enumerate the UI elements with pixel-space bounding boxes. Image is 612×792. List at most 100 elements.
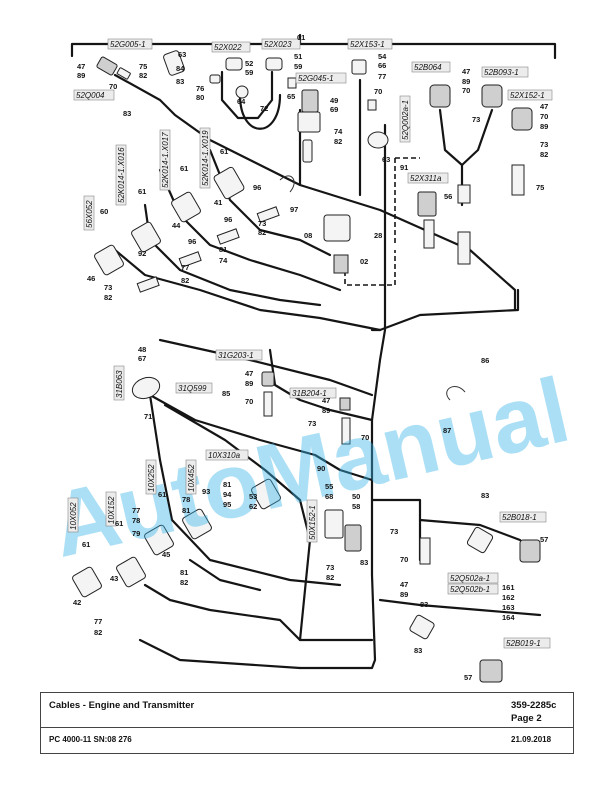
part-number: 73 <box>258 219 266 228</box>
part-number: 67 <box>138 354 146 363</box>
part-number: 74 <box>219 256 228 265</box>
part-number: 83 <box>420 600 428 609</box>
part-number: 93 <box>202 487 210 496</box>
part-number: 54 <box>378 52 387 61</box>
part-number: 47 <box>245 369 253 378</box>
part-number: 69 <box>330 105 338 114</box>
part-number: 52 <box>245 59 253 68</box>
component-shapes <box>72 50 541 683</box>
part-number: 77 <box>94 617 102 626</box>
title-block: Cables - Engine and Transmitter 359-2285… <box>40 692 574 754</box>
part-number: 70 <box>400 555 408 564</box>
part-number: 72 <box>260 104 268 113</box>
svg-text:50X152-1: 50X152-1 <box>308 505 317 540</box>
part-number: 47 <box>540 102 548 111</box>
part-number: 86 <box>481 356 489 365</box>
svg-text:31B204-1: 31B204-1 <box>292 389 327 398</box>
part-number: 82 <box>139 71 147 80</box>
part-number: 161 <box>502 583 515 592</box>
svg-text:52B093-1: 52B093-1 <box>484 68 519 77</box>
part-number: 70 <box>245 397 253 406</box>
part-number: 65 <box>287 92 295 101</box>
part-number: 82 <box>258 228 266 237</box>
connector-tag: 10X152 <box>105 491 117 527</box>
part-number: 82 <box>180 578 188 587</box>
issue-date: 21.09.2018 <box>511 735 552 744</box>
part-number-callouts: 01 63 84 83 47 89 75 82 70 83 76 80 64 5… <box>73 33 548 682</box>
connector-tag: 52K014-1.X016 <box>115 144 127 206</box>
part-number: 43 <box>110 574 118 583</box>
part-number: 70 <box>540 112 548 121</box>
part-number: 46 <box>87 274 95 283</box>
part-number: 90 <box>317 464 325 473</box>
connector-tag: 52Q004 <box>73 89 115 101</box>
part-number: 81 <box>182 506 190 515</box>
connector-tag: 10X252 <box>145 459 157 495</box>
part-number: 71 <box>144 412 152 421</box>
part-number: 41 <box>214 198 222 207</box>
svg-text:52G045-1: 52G045-1 <box>298 74 334 83</box>
part-number: 73 <box>308 419 316 428</box>
connector-tag: 52Q502a-1 <box>447 572 499 584</box>
part-number: 162 <box>502 593 515 602</box>
part-number: 47 <box>462 67 470 76</box>
part-number: 60 <box>100 207 108 216</box>
part-number: 89 <box>462 77 470 86</box>
part-number: 78 <box>182 495 190 504</box>
connector-tag: 52X022 <box>211 41 251 53</box>
part-number: 85 <box>222 389 230 398</box>
connector-tag: 10X052 <box>67 497 79 533</box>
part-number: 77 <box>132 506 140 515</box>
connector-tag: 31Q599 <box>175 382 213 394</box>
svg-text:10X452: 10X452 <box>187 464 196 492</box>
part-number: 57 <box>464 673 472 682</box>
harness-lines <box>70 33 557 670</box>
svg-text:52B064: 52B064 <box>414 63 442 72</box>
page-number: Page 2 <box>511 713 542 724</box>
part-number: 79 <box>132 529 140 538</box>
svg-text:52K014-1.X016: 52K014-1.X016 <box>117 147 126 203</box>
connector-tag: 10X452 <box>185 459 197 495</box>
svg-text:52X153-1: 52X153-1 <box>350 40 385 49</box>
connector-tag: 52X153-1 <box>347 38 393 50</box>
part-number: 81 <box>223 480 231 489</box>
part-number: 42 <box>73 598 81 607</box>
svg-text:52B019-1: 52B019-1 <box>506 639 541 648</box>
part-number: 89 <box>77 71 85 80</box>
connector-tag: 52B018-1 <box>499 511 547 523</box>
part-number: 73 <box>104 283 112 292</box>
part-number: 63 <box>382 155 390 164</box>
part-number: 70 <box>462 86 470 95</box>
connector-tag: 52X311a <box>407 172 449 184</box>
part-number: 61 <box>180 164 188 173</box>
connector-tag: 31G203-1 <box>215 349 263 361</box>
part-number: 47 <box>400 580 408 589</box>
part-number: 92 <box>138 249 146 258</box>
part-number: 48 <box>138 345 146 354</box>
part-number: 44 <box>172 221 181 230</box>
svg-text:52B018-1: 52B018-1 <box>502 513 537 522</box>
part-number: 80 <box>196 93 204 102</box>
part-number: 81 <box>180 568 188 577</box>
connector-tag: 52B064 <box>411 61 451 73</box>
connector-tag: 52B093-1 <box>481 66 529 78</box>
part-number: 61 <box>115 519 123 528</box>
part-number: 96 <box>224 215 232 224</box>
svg-text:10X310a: 10X310a <box>208 451 241 460</box>
part-number: 89 <box>322 406 330 415</box>
part-number: 83 <box>481 491 489 500</box>
svg-text:52G005-1: 52G005-1 <box>110 40 146 49</box>
drawing-title: Cables - Engine and Transmitter <box>49 700 195 711</box>
part-number: 73 <box>390 527 398 536</box>
connector-tag: 50X152-1 <box>306 499 318 543</box>
connector-tag: 52K014-1.X019 <box>199 127 211 189</box>
part-number: 83 <box>414 646 422 655</box>
part-number: 02 <box>360 257 368 266</box>
svg-text:52Q502a-1: 52Q502a-1 <box>450 574 490 583</box>
part-number: 70 <box>109 82 117 91</box>
svg-text:10X252: 10X252 <box>147 464 156 492</box>
part-number: 28 <box>374 231 382 240</box>
part-number: 62 <box>249 502 257 511</box>
svg-text:31Q599: 31Q599 <box>178 384 207 393</box>
machine-designation: PC 4000-11 SN:08 276 <box>49 735 132 744</box>
